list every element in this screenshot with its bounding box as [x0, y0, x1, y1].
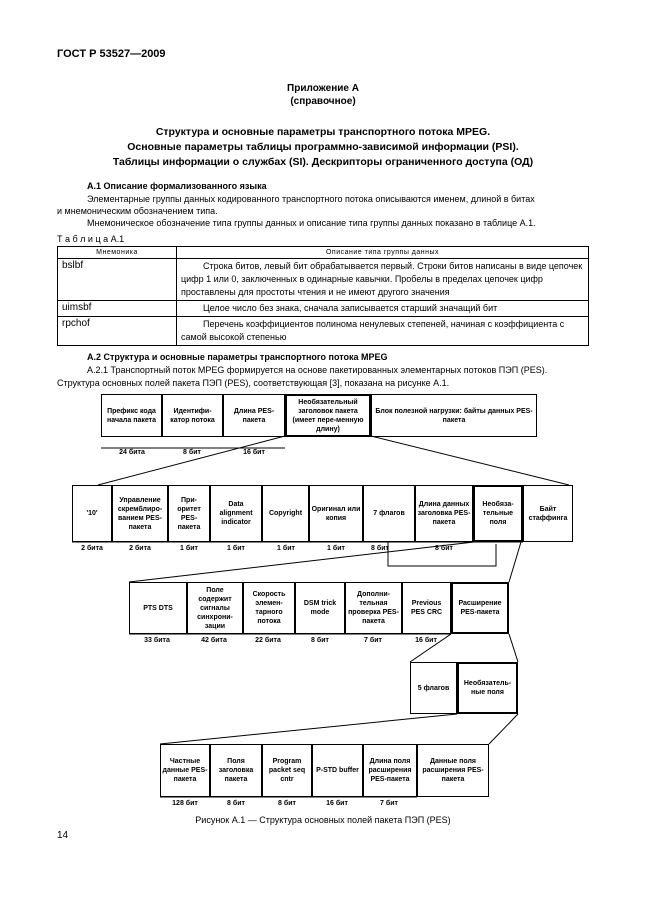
heading-line-2: Основные параметры таблицы программно-за… [127, 141, 519, 153]
bits-label: 16 бит [243, 449, 265, 456]
table-row: uimsbf Целое число без знака, сначала за… [57, 300, 589, 317]
section-a2-title: А.2 Структура и основные параметры транс… [87, 352, 388, 362]
field-7-flags: 7 флагов [363, 485, 415, 542]
field-copyright: Copyright [262, 485, 309, 542]
field-pes-packet-length: Длина PES-пакета [223, 394, 285, 437]
field-extension-data: Данные поля расширения PES-пакета [417, 744, 489, 797]
appendix-subtitle: (справочное) [290, 96, 356, 107]
bits-label: 42 бита [201, 637, 227, 644]
page-number: 14 [57, 830, 69, 841]
bits-label: 16 бит [326, 800, 348, 807]
field-additional-crc: Дополни-тельная проверка PES-пакета [345, 582, 402, 634]
field-header-data-length: Длина данных заголовка PES-пакета [415, 485, 473, 542]
field-pack-header: Поля заголовка пакета [210, 744, 262, 797]
field-extension-length: Длина поля расширения PES-пакета [363, 744, 417, 797]
bits-label: 7 бит [364, 637, 382, 644]
figure-caption: Рисунок А.1 — Структура основных полей п… [195, 815, 451, 825]
field-private-data: Частные данные PES-пакета [160, 744, 210, 797]
field-5-flags: 5 флагов [410, 662, 457, 714]
bits-label: 8 бит [278, 800, 296, 807]
bits-label: 8 бит [227, 800, 245, 807]
section-a1-p1-cont: и мнемоническим обозначением типа. [57, 206, 218, 216]
document-header: ГОСТ Р 53527—2009 [57, 48, 166, 60]
bits-label: 128 бит [172, 800, 198, 807]
mnemonic-table: Мнемоника Описание типа группы данных bs… [57, 246, 589, 346]
bits-label: 33 бита [144, 637, 170, 644]
field-dsm-trick-mode: DSM trick mode [295, 582, 345, 634]
appendix-title: Приложение А [287, 83, 359, 94]
field-pts-dts: PTS DTS [129, 582, 187, 634]
field-previous-pes-crc: Previous PES CRC [402, 582, 451, 634]
field-payload: Блок полезной нагрузки: байты данных PES… [371, 394, 537, 437]
bits-label: 1 бит [277, 545, 295, 552]
heading-line-3: Таблицы информации о службах (SI). Дескр… [112, 156, 534, 168]
bits-label: 1 бит [227, 545, 245, 552]
table-cell-mnemonic: rpchof [57, 316, 177, 346]
bits-label: 1 бит [327, 545, 345, 552]
field-es-rate: Скорость элемен-тарного потока [243, 582, 295, 634]
bits-label: 1 бит [180, 545, 198, 552]
field-stuffing-byte: Байт стаффинга [523, 485, 573, 542]
field-optional-fields: Необяза-тельные поля [473, 485, 523, 542]
field-scrambling-control: Управление скремблиро-ванием PES-пакета [112, 485, 168, 542]
field-program-packet-seq-cntr: Program packet seq cntr [262, 744, 312, 797]
field-priority: При-оритет PES-пакета [168, 485, 210, 542]
bits-label: 8 бит [311, 637, 329, 644]
table-cell-description: Перечень коэффициентов полинома ненулевы… [176, 316, 589, 346]
bits-label: 8 бит [435, 545, 453, 552]
field-10-marker: '10' [72, 485, 112, 542]
section-a2-p1: А.2.1 Транспортный поток MPEG формируетс… [87, 365, 548, 375]
heading-line-1: Структура и основные параметры транспорт… [155, 126, 491, 138]
field-data-alignment: Data alignment indicator [210, 485, 262, 542]
section-a1-p2: Мнемоническое обозначение типа группы да… [87, 218, 536, 228]
field-pes-extension: Расширение PES-пакета [451, 582, 509, 634]
section-a1-p1: Элементарные группы данных кодированного… [87, 194, 535, 204]
section-a1-title: А.1 Описание формализованного языка [87, 181, 267, 191]
field-extension-optional-fields: Необязатель-ные поля [457, 662, 518, 714]
bits-label: 8 бит [183, 449, 201, 456]
field-sync-signals: Поле содержит сигналы синхрони-зации [187, 582, 243, 634]
field-start-code-prefix: Префикс кода начала пакета [101, 394, 162, 437]
bits-label: 7 бит [380, 800, 398, 807]
table-row: rpchof Перечень коэффициентов полинома н… [57, 316, 589, 346]
bits-label: 24 бита [119, 449, 145, 456]
table-caption: Т а б л и ц а А.1 [57, 234, 125, 244]
table-row: bslbf Строка битов, левый бит обрабатыва… [57, 258, 589, 301]
bits-label: 2 бита [129, 545, 151, 552]
bits-label: 22 бита [255, 637, 281, 644]
table-cell-description: Строка битов, левый бит обрабатывается п… [176, 258, 589, 301]
field-stream-id: Идентифи-катор потока [162, 394, 223, 437]
bits-label: 16 бит [415, 637, 437, 644]
field-original-or-copy: Оригинал или копия [309, 485, 363, 542]
section-a2-p2: Структура основных полей пакета ПЭП (PES… [57, 378, 450, 388]
field-optional-header: Необязательный заголовок пакета (имеет п… [285, 394, 371, 437]
bits-label: 2 бита [81, 545, 103, 552]
field-p-std-buffer: P-STD buffer [312, 744, 363, 797]
bits-label: 8 бит [371, 545, 389, 552]
